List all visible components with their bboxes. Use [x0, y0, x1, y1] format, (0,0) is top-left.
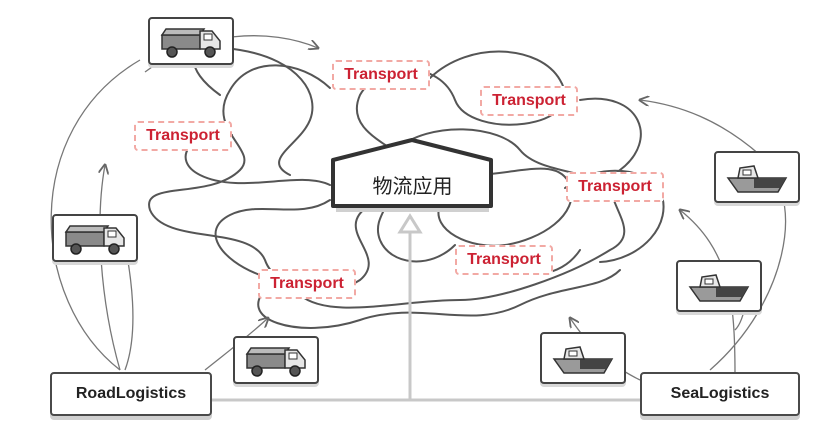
ship-icon — [688, 274, 750, 302]
truck-card — [233, 336, 319, 384]
transport-label: Transport — [258, 269, 356, 299]
transport-label: Transport — [480, 86, 578, 116]
app-house-outline — [331, 138, 493, 208]
transport-label: Transport — [332, 60, 430, 90]
sea-logistics-class: SeaLogistics — [640, 372, 800, 416]
transport-label: Transport — [566, 172, 664, 202]
transport-label: Transport — [455, 245, 553, 275]
truck-icon — [160, 28, 221, 58]
ship-card — [540, 332, 626, 384]
tangled-dependency-lines — [148, 47, 665, 329]
ship-icon — [552, 346, 614, 374]
ship-card — [714, 151, 800, 203]
ship-card — [676, 260, 762, 312]
truck-card — [148, 17, 234, 65]
road-outer-curve — [50, 59, 141, 371]
ship-icon — [726, 165, 788, 193]
road-logistics-class: RoadLogistics — [50, 372, 212, 416]
truck-icon — [245, 347, 306, 377]
truck-icon — [64, 225, 125, 255]
transport-label: Transport — [134, 121, 232, 151]
truck-card — [52, 214, 138, 262]
app-title: 物流应用 — [372, 173, 453, 198]
